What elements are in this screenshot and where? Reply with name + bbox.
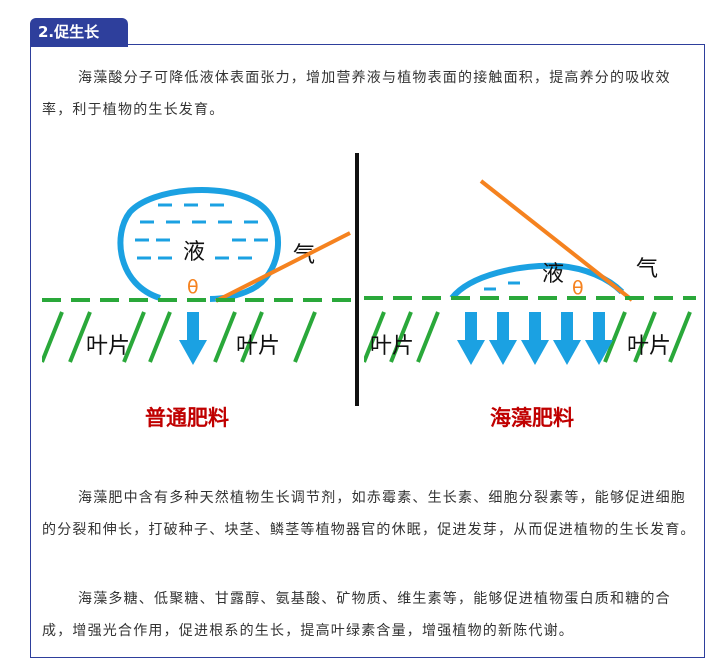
left-leaf-label-1: 叶片 bbox=[86, 334, 130, 359]
right-leaf-label-2: 叶片 bbox=[627, 334, 671, 359]
right-absorption-arrow bbox=[457, 312, 485, 365]
right-gas-label: 气 bbox=[636, 257, 658, 282]
right-caption: 海藻肥料 bbox=[490, 406, 574, 430]
right-absorption-arrow bbox=[521, 312, 549, 365]
left-angle-label: θ bbox=[187, 276, 199, 298]
left-droplet-dashes bbox=[135, 203, 268, 260]
right-panel: 液 θ 气 叶片 叶片 海藻肥料 bbox=[364, 179, 696, 430]
left-caption: 普通肥料 bbox=[145, 406, 229, 430]
right-angle-label: θ bbox=[572, 277, 584, 299]
right-droplet-dashes bbox=[484, 281, 520, 291]
left-tangent-line bbox=[215, 231, 351, 303]
right-absorption-arrow bbox=[553, 312, 581, 365]
left-droplet bbox=[117, 186, 281, 302]
right-absorption-arrow bbox=[489, 312, 517, 365]
left-leaf-label-2: 叶片 bbox=[236, 334, 280, 359]
left-panel: 液 θ 气 叶片 叶片 普通肥料 bbox=[42, 186, 352, 430]
content-frame bbox=[30, 44, 705, 658]
left-absorption-arrow bbox=[179, 312, 207, 365]
nutrient-paragraph: 海藻多糖、低聚糖、甘露醇、氨基酸、矿物质、维生素等，能够促进植物蛋白质和糖的合成… bbox=[42, 591, 671, 639]
right-tangent-line bbox=[479, 179, 634, 302]
left-leaf-hatch bbox=[42, 311, 317, 363]
section-tab: 2.促生长 bbox=[30, 18, 128, 47]
right-leaf-hatch bbox=[364, 311, 692, 363]
left-liquid-label: 液 bbox=[183, 240, 205, 265]
right-absorption-arrow bbox=[585, 312, 613, 365]
right-absorption-arrows bbox=[457, 312, 613, 365]
right-liquid-label: 液 bbox=[542, 262, 564, 287]
growth-regulator-paragraph: 海藻肥中含有多种天然植物生长调节剂，如赤霉素、生长素、细胞分裂素等，能够促进细胞… bbox=[42, 490, 696, 538]
intro-paragraph: 海藻酸分子可降低液体表面张力，增加营养液与植物表面的接触面积，提高养分的吸收效率… bbox=[42, 70, 671, 118]
right-leaf-label-1: 叶片 bbox=[370, 334, 414, 359]
